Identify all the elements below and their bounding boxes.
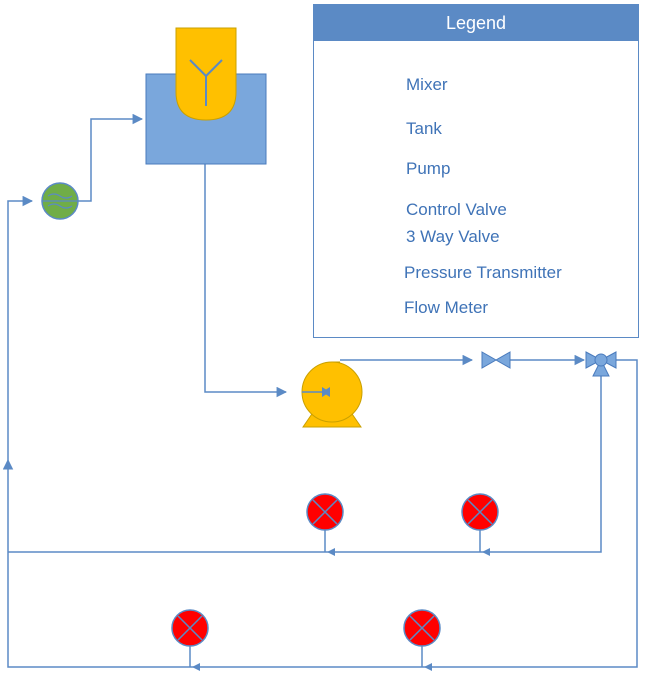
piping	[2, 113, 638, 668]
pressure-transmitter	[171, 609, 209, 667]
legend-label-tank: Tank	[406, 119, 442, 138]
flow-arrow	[482, 548, 490, 556]
legend: Legend	[313, 4, 639, 338]
flow-arrow	[424, 663, 432, 671]
legend-label-three-way-valve: 3 Way Valve	[406, 227, 500, 246]
legend-label-control-valve: Control Valve	[406, 200, 507, 219]
pipe-bottom-return	[2, 458, 190, 668]
pipe-upper-return	[480, 372, 602, 553]
legend-label-mixer: Mixer	[406, 75, 448, 94]
three-way-valve	[585, 351, 617, 377]
pump	[301, 361, 363, 428]
pipe-three-way-valve-branch	[422, 359, 638, 668]
control-valve	[481, 351, 511, 369]
pipe-tank-to-pump	[204, 164, 288, 398]
legend-label-pump: Pump	[406, 159, 451, 178]
flow-arrows	[192, 548, 490, 671]
pressure-transmitter	[403, 609, 441, 667]
legend-label-flow-meter: Flow Meter	[404, 298, 489, 317]
pressure-transmitter	[306, 493, 344, 552]
pressure-transmitter	[461, 493, 499, 552]
legend-title: Legend	[314, 5, 638, 41]
pipe-flow-meter-to-tank	[78, 113, 144, 202]
flow-meter	[41, 182, 79, 220]
legend-label-pressure-transmitter: Pressure Transmitter	[404, 263, 562, 282]
flow-arrow	[327, 548, 335, 556]
mixer	[175, 27, 237, 121]
flow-arrow	[192, 663, 200, 671]
pipe-return-to-flow-meter	[7, 195, 34, 460]
